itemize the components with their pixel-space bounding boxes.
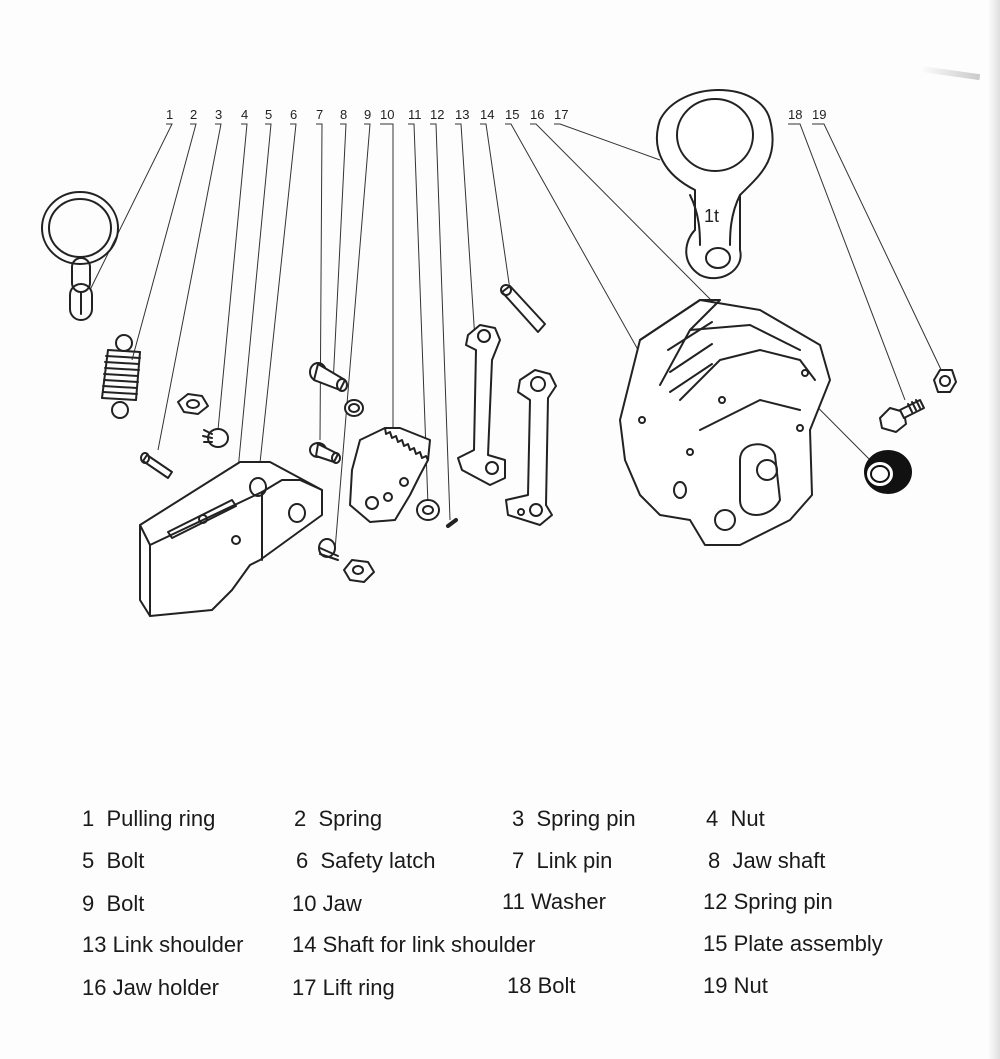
nut-19-part	[933, 369, 957, 393]
link-shoulder-part	[457, 324, 557, 526]
legend-item-3: 3 Spring pin	[512, 806, 636, 831]
washer-part	[416, 499, 440, 521]
callout-3: 3	[215, 107, 222, 122]
legend-item-9: 9 Bolt	[82, 891, 145, 916]
callout-16: 16	[530, 107, 544, 122]
legend-item-11: 11 Washer	[502, 889, 606, 914]
callout-7: 7	[316, 107, 323, 122]
link-pin-part	[309, 442, 341, 464]
safety-latch-part	[139, 461, 323, 617]
callout-numbers: 1 2 3 4 5 6 7 8 9 10 11 12 13 14 15 16 1…	[166, 107, 826, 122]
legend-item-15: 15 Plate assembly	[703, 931, 883, 956]
shaft-link-shoulder-part	[500, 284, 546, 333]
bolt-5-part	[202, 428, 229, 448]
plate-assembly-part	[619, 299, 831, 546]
legend-item-19: 19 Nut	[703, 973, 768, 998]
lift-ring-part: 1t	[655, 89, 774, 280]
legend-item-2: 2 Spring	[294, 806, 383, 831]
spring-part	[101, 334, 141, 419]
callout-11: 11	[408, 107, 422, 122]
legend-item-14: 14 Shaft for link shoulder	[292, 932, 536, 957]
legend-item-17: 17 Lift ring	[292, 975, 395, 1000]
callout-1: 1	[166, 107, 173, 122]
legend-item-1: 1 Pulling ring	[82, 806, 216, 831]
pulling-ring-part	[41, 191, 119, 321]
callout-17: 17	[554, 107, 568, 122]
callout-9: 9	[364, 107, 371, 122]
legend-item-4: 4 Nut	[706, 806, 765, 831]
callout-19: 19	[812, 107, 826, 122]
jaw-shaft-part	[309, 362, 364, 417]
callout-14: 14	[480, 107, 494, 122]
callout-4: 4	[241, 107, 248, 122]
nut-4-part	[177, 393, 209, 415]
legend-item-6: 6 Safety latch	[296, 848, 436, 873]
exploded-parts-diagram: 1 2 3 4 5 6 7 8 9 10 11 12 13 14 15 16 1…	[41, 89, 957, 617]
callout-15: 15	[505, 107, 519, 122]
callout-18: 18	[788, 107, 802, 122]
spring-pin-3-part	[140, 452, 173, 479]
legend-item-16: 16 Jaw holder	[82, 975, 219, 1000]
callout-8: 8	[340, 107, 347, 122]
legend-item-12: 12 Spring pin	[703, 889, 833, 914]
callout-10: 10	[380, 107, 394, 122]
legend-item-10: 10 Jaw	[292, 891, 362, 916]
callout-6: 6	[290, 107, 297, 122]
capacity-stamp: 1t	[704, 206, 719, 226]
bolt-18-part	[879, 399, 925, 433]
page-edge-shadow	[988, 0, 1000, 1059]
legend-item-8: 8 Jaw shaft	[708, 848, 826, 873]
jaw-holder-part	[864, 450, 912, 494]
bolt-9-part	[318, 538, 375, 583]
callout-12: 12	[430, 107, 444, 122]
legend-item-18: 18 Bolt	[507, 973, 576, 998]
legend-item-13: 13 Link shoulder	[82, 932, 244, 957]
callout-5: 5	[265, 107, 272, 122]
legend-item-5: 5 Bolt	[82, 848, 145, 873]
legend-item-7: 7 Link pin	[512, 848, 613, 873]
jaw-part	[349, 427, 431, 523]
callout-13: 13	[455, 107, 469, 122]
spring-pin-12-part	[446, 518, 458, 528]
callout-2: 2	[190, 107, 197, 122]
